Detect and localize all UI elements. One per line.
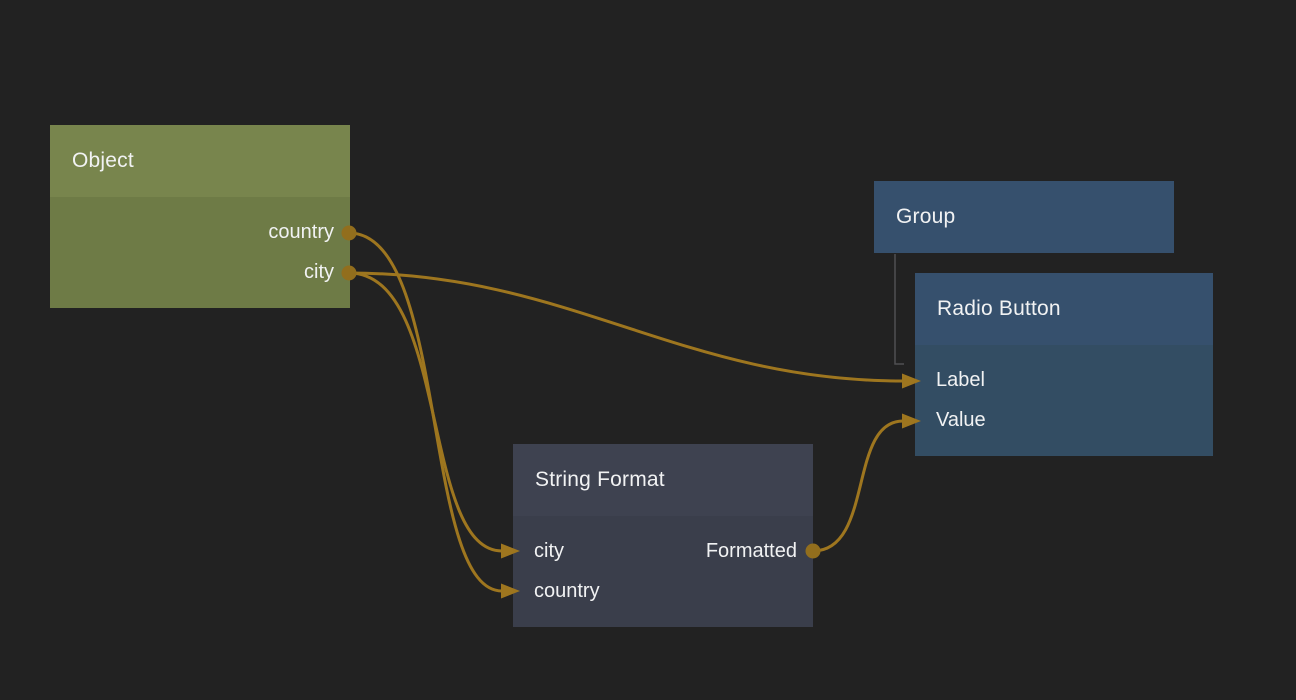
port-label-country-output: country xyxy=(268,221,334,243)
port-row-city-output: city xyxy=(50,252,350,292)
node-object-body: country city xyxy=(50,197,350,308)
port-row-label-input: Label xyxy=(915,360,1213,400)
port-label-value-input: Value xyxy=(936,409,986,431)
port-label-label-input: Label xyxy=(936,369,985,391)
node-object-header[interactable]: Object xyxy=(50,125,350,197)
port-label-city-input: city xyxy=(534,540,564,562)
group-child-connector xyxy=(894,254,904,365)
node-radio-button-title: Radio Button xyxy=(937,297,1061,320)
node-string-format-body: city Formatted country xyxy=(513,516,813,627)
wire-formatted-to-radiobutton-value[interactable] xyxy=(812,419,904,553)
wire-city-to-radiobutton-label[interactable] xyxy=(348,271,904,383)
port-row-city-formatted: city Formatted xyxy=(513,531,813,571)
port-label-city-output: city xyxy=(304,261,334,283)
port-label-country-input: country xyxy=(534,580,600,602)
node-radio-button-header[interactable]: Radio Button xyxy=(915,273,1213,345)
port-row-value-input: Value xyxy=(915,400,1213,440)
node-group[interactable]: Group xyxy=(874,181,1174,253)
node-string-format-header[interactable]: String Format xyxy=(513,444,813,516)
node-string-format-title: String Format xyxy=(535,468,665,491)
node-radio-button-body: Label Value xyxy=(915,345,1213,456)
node-object-title: Object xyxy=(72,149,134,172)
port-row-country-input: country xyxy=(513,571,813,611)
node-group-header[interactable]: Group xyxy=(874,181,1174,253)
node-object[interactable]: Object country city xyxy=(50,125,350,308)
port-row-country-output: country xyxy=(50,212,350,252)
node-string-format[interactable]: String Format city Formatted country xyxy=(513,444,813,627)
node-radio-button[interactable]: Radio Button Label Value xyxy=(915,273,1213,456)
port-label-formatted-output: Formatted xyxy=(705,540,797,562)
wire-country-to-stringformat-country[interactable] xyxy=(348,231,503,593)
wire-city-to-stringformat-city[interactable] xyxy=(348,271,503,553)
node-group-title: Group xyxy=(896,205,956,228)
